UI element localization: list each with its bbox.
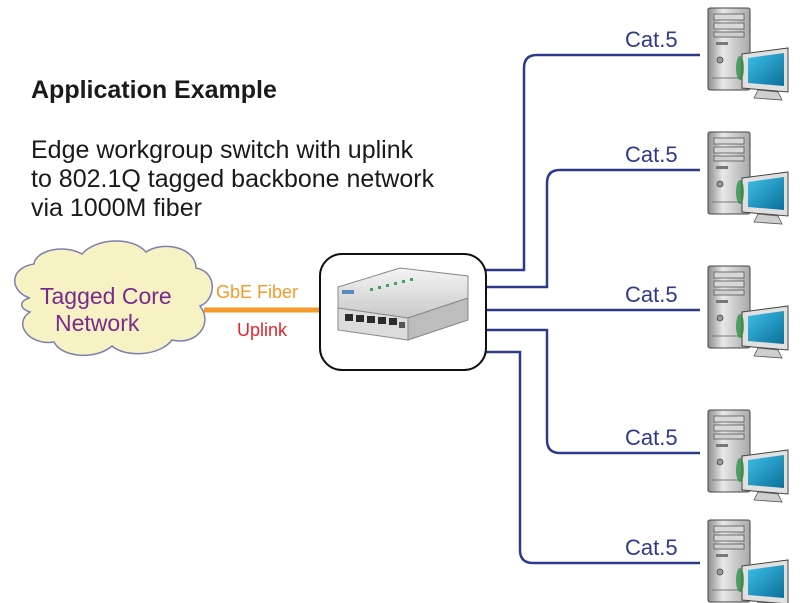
- computer-icon: [707, 131, 789, 225]
- tagged-core-cloud: [14, 240, 213, 357]
- cable-label-1: Cat.5: [625, 27, 678, 52]
- network-switch: [319, 253, 487, 371]
- link-pc-1: [484, 53, 700, 272]
- uplink-label: Uplink: [237, 320, 288, 340]
- cable-label-5: Cat.5: [625, 535, 678, 560]
- fiber-label: GbE Fiber: [216, 282, 298, 302]
- link-pc-4: [484, 328, 700, 455]
- description-line-1: Edge workgroup switch with uplink: [31, 136, 414, 164]
- description-line-3: via 1000M fiber: [31, 194, 202, 222]
- link-pc-5: [484, 350, 700, 565]
- computer-icon: [707, 7, 789, 101]
- description-line-2: to 802.1Q tagged backbone network: [31, 165, 435, 193]
- computer-icon: [707, 519, 789, 603]
- link-pc-2: [484, 168, 700, 289]
- cloud-label-line-1: Tagged Core: [40, 283, 172, 309]
- cable-label-2: Cat.5: [625, 142, 678, 167]
- cloud-label-line-2: Network: [55, 310, 140, 336]
- cable-label-4: Cat.5: [625, 425, 678, 450]
- cable-label-3: Cat.5: [625, 282, 678, 307]
- computer-icon: [707, 409, 789, 503]
- computer-icon: [707, 265, 789, 359]
- diagram-title: Application Example: [31, 76, 277, 104]
